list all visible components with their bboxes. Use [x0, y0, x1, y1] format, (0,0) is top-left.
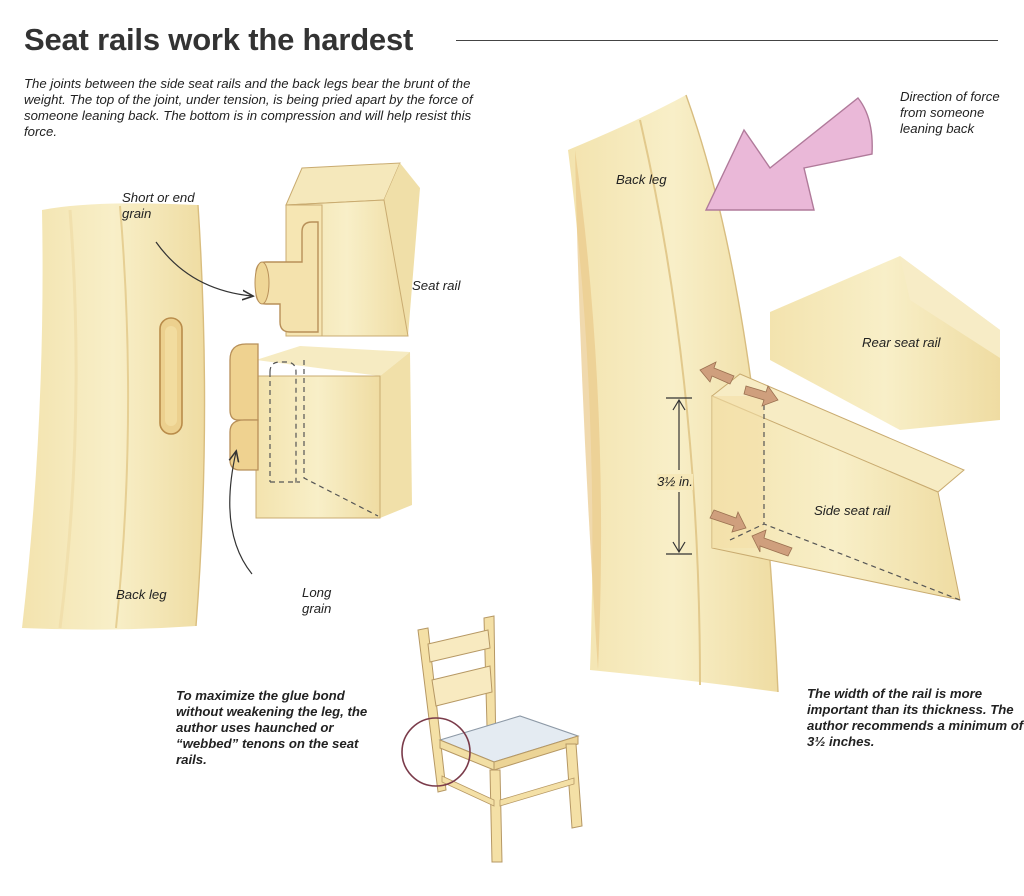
label-short-grain: Short or end grain	[122, 190, 195, 221]
title-rule	[456, 40, 998, 41]
label-back-leg-right: Back leg	[616, 172, 667, 187]
left-back-leg	[22, 203, 206, 630]
tension-compression-arrows	[699, 361, 793, 557]
label-side-seat-rail: Side seat rail	[814, 503, 891, 518]
rail-haunched-tenon	[229, 343, 412, 519]
label-dimension: 3½ in.	[657, 474, 693, 490]
joint-highlight-circle	[401, 717, 471, 787]
caption-rail-width: The width of the rail is more important …	[807, 686, 1024, 749]
label-seat-rail: Seat rail	[412, 278, 461, 293]
seat-rail-tenon	[254, 162, 420, 337]
label-force-direction: Direction of force from someone leaning …	[900, 89, 1000, 136]
dimension-line	[666, 397, 692, 555]
force-arrow	[704, 97, 873, 211]
rear-seat-rail	[770, 256, 1000, 430]
label-long-grain: Long grain	[302, 585, 332, 616]
page-title: Seat rails work the hardest	[24, 22, 414, 57]
caption-glue-bond: To maximize the glue bond without weaken…	[176, 688, 368, 767]
chair-illustration	[401, 615, 583, 863]
label-back-leg-left: Back leg	[116, 587, 167, 602]
label-rear-seat-rail: Rear seat rail	[862, 335, 941, 350]
intro-paragraph: The joints between the side seat rails a…	[24, 76, 473, 139]
